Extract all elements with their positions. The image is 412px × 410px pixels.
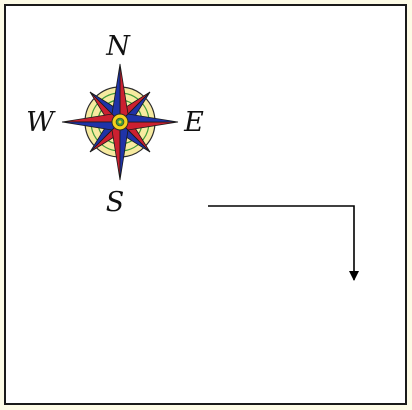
diagram-frame — [4, 4, 407, 405]
path-arrow — [208, 205, 359, 281]
compass-east-label: E — [183, 107, 204, 138]
compass-rose-icon — [61, 63, 179, 181]
compass-west-label: W — [26, 107, 56, 138]
compass-south-label: S — [106, 187, 125, 218]
compass-north-label: N — [105, 31, 131, 62]
